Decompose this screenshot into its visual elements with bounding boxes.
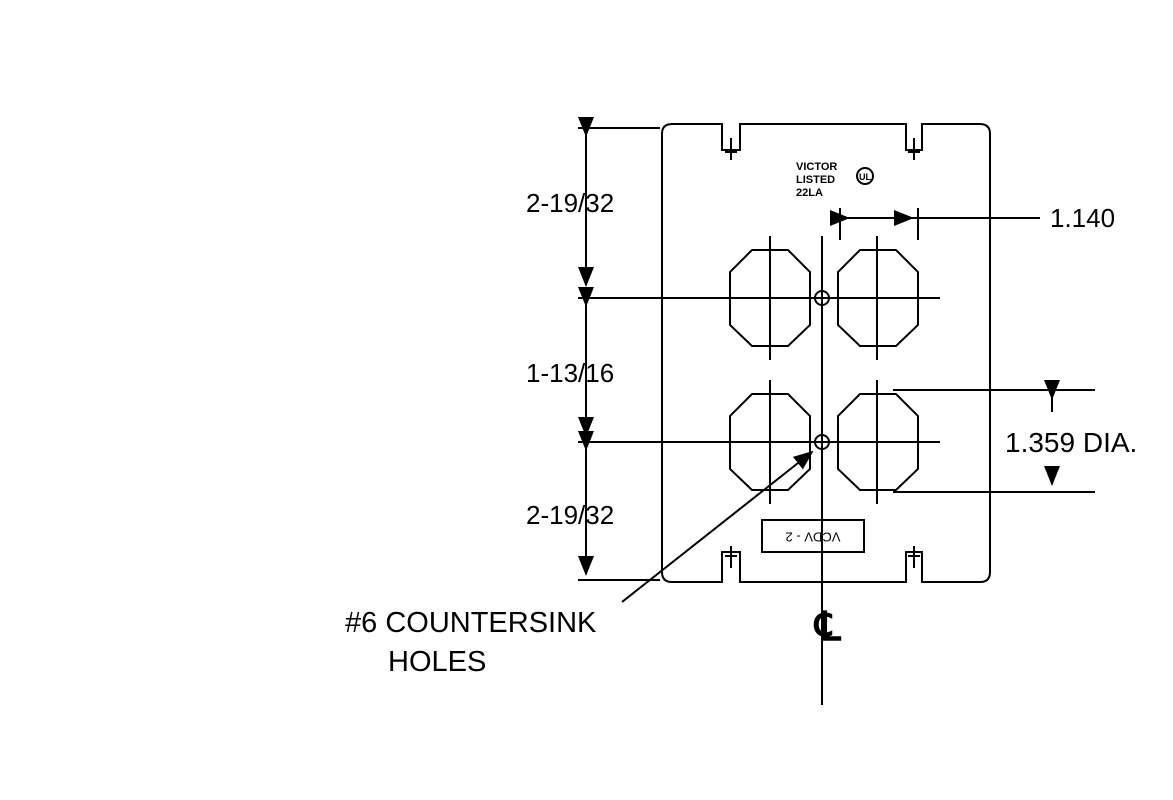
hole-spacing-dimension: [830, 208, 1040, 240]
plate-outline: [661, 123, 991, 583]
receptacle-holes: [729, 236, 919, 504]
slot-screw-marks: [725, 138, 920, 568]
hole-top-left: [729, 249, 811, 347]
dimension-hole-spacing: 1.140: [1050, 203, 1115, 233]
callout-line1: #6 COUNTERSINK: [345, 607, 597, 639]
countersink-leader: [621, 450, 814, 603]
dimension-top-height: 2-19/32: [526, 188, 614, 218]
centerline-symbol: ℄: [813, 605, 842, 649]
plate-marking: VICTOR LISTED 22LA UL: [796, 161, 874, 199]
svg-text:UL: UL: [859, 172, 871, 182]
dimension-hole-diameter: 1.359 DIA.: [1005, 427, 1137, 458]
callout-line2: HOLES: [388, 646, 486, 678]
part-label-box: [761, 519, 865, 553]
svg-text:LISTED: LISTED: [796, 174, 835, 186]
ul-listed-icon: [856, 167, 874, 185]
part-label: VCDV - 2: [786, 530, 841, 545]
svg-text:VICTOR: VICTOR: [796, 161, 837, 173]
countersink-holes: [814, 290, 830, 450]
dimension-middle-spacing: 1-13/16: [526, 358, 614, 388]
hole-top-right: [837, 249, 919, 347]
vertical-dimension-lines: [578, 117, 940, 581]
svg-text:22LA: 22LA: [796, 187, 823, 199]
dimension-bottom-height: 2-19/32: [526, 500, 614, 530]
hole-bottom-right: [837, 393, 919, 491]
hole-bottom-left: [729, 393, 811, 491]
hole-diameter-dimension: [893, 380, 1095, 493]
